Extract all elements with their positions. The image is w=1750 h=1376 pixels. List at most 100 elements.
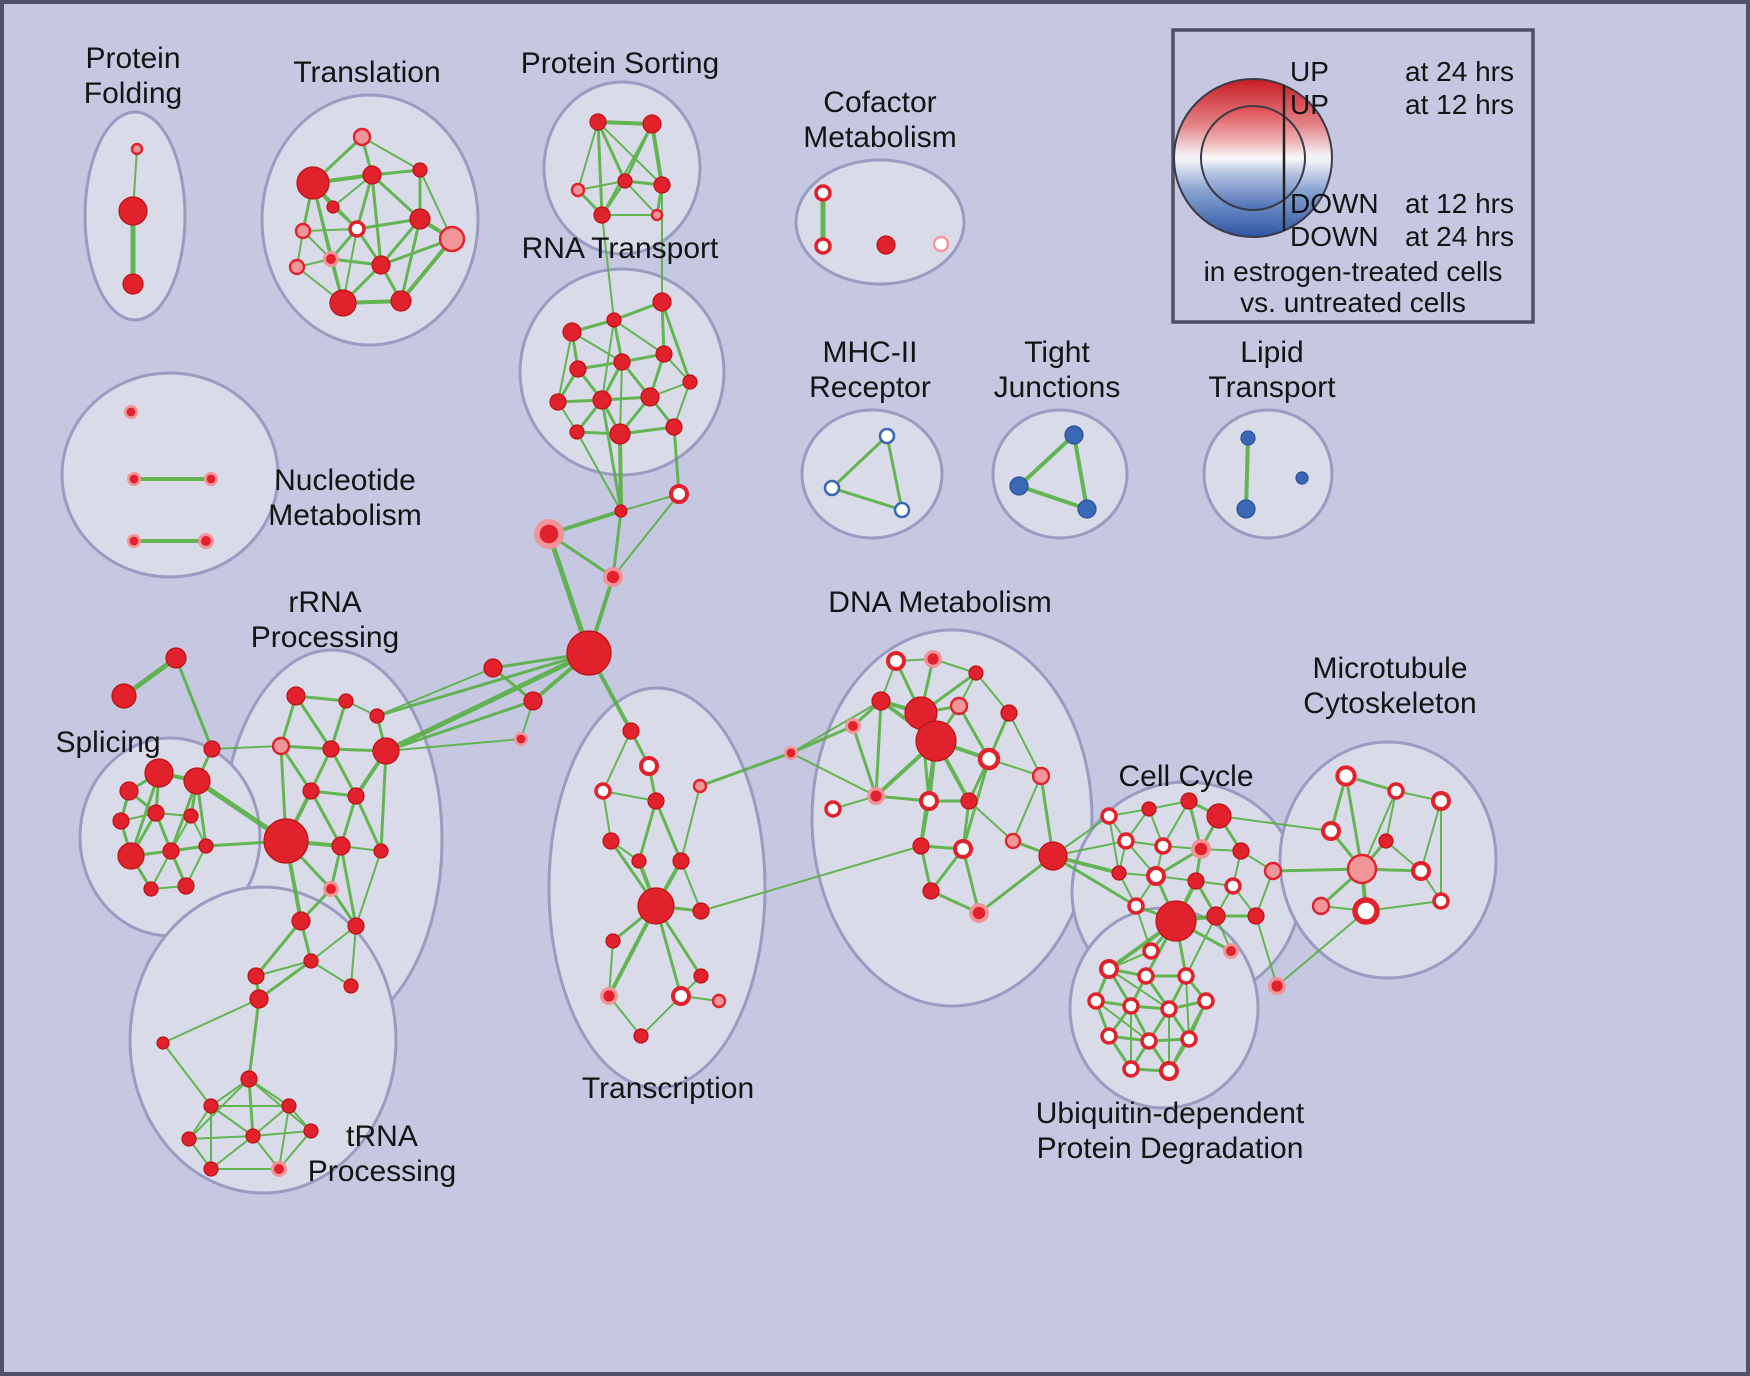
network-node-tl3 bbox=[362, 165, 382, 185]
network-node-sp2 bbox=[144, 758, 174, 788]
network-node-nm1 bbox=[124, 405, 138, 419]
network-node-mc10 bbox=[1432, 892, 1450, 910]
legend: UP at 24 hrs UP at 12 hrs DOWN at 12 hrs… bbox=[1171, 28, 1535, 324]
network-node-rr10 bbox=[331, 836, 351, 856]
network-node-rr2 bbox=[338, 693, 354, 709]
network-node-dm11 bbox=[1031, 766, 1051, 786]
network-node-dm2 bbox=[886, 651, 906, 671]
network-edge bbox=[370, 173, 383, 267]
network-node-mc3 bbox=[1431, 791, 1451, 811]
network-node-cc8 bbox=[1232, 842, 1250, 860]
network-node-st3 bbox=[203, 740, 221, 758]
network-node-ub1 bbox=[1099, 959, 1119, 979]
cluster-label-cofactor-metabolism: Metabolism bbox=[803, 121, 956, 154]
network-node-tx12 bbox=[693, 968, 709, 984]
network-edge bbox=[302, 228, 358, 232]
network-node-st2 bbox=[111, 683, 137, 709]
network-node-tp2 bbox=[156, 1036, 170, 1050]
network-node-tl9 bbox=[438, 225, 466, 253]
network-node-ub5 bbox=[1122, 997, 1140, 1015]
network-edge bbox=[1185, 915, 1217, 977]
network-edge bbox=[650, 122, 664, 187]
network-edge bbox=[278, 1105, 290, 1170]
cluster-ellipse-mhc-ii-receptor bbox=[800, 408, 944, 540]
network-node-dm15 bbox=[824, 800, 842, 818]
network-edge bbox=[257, 959, 313, 1001]
network-node-nm2 bbox=[127, 472, 141, 486]
legend-up-24-dir: UP bbox=[1290, 56, 1329, 87]
cluster-label-trna-processing: Processing bbox=[308, 1155, 456, 1188]
network-node-sp10 bbox=[143, 881, 159, 897]
network-node-rr9 bbox=[263, 818, 309, 864]
cluster-ellipse-microtubule-cytoskeleton bbox=[1278, 740, 1498, 980]
network-node-cc6 bbox=[1154, 837, 1172, 855]
network-node-tx7 bbox=[631, 853, 647, 869]
network-node-tp5 bbox=[281, 1098, 297, 1114]
network-node-rn3 bbox=[652, 292, 672, 312]
network-edge bbox=[1108, 815, 1120, 874]
network-edge bbox=[294, 694, 333, 751]
network-node-cf1 bbox=[814, 184, 832, 202]
network-edge bbox=[370, 173, 422, 221]
legend-down-12-dir: DOWN bbox=[1290, 188, 1379, 219]
network-node-tp3 bbox=[240, 1070, 258, 1088]
network-node-dm9 bbox=[915, 720, 957, 762]
network-node-sp9 bbox=[198, 838, 214, 854]
network-node-rr6 bbox=[372, 737, 400, 765]
network-node-dm18 bbox=[1004, 832, 1022, 850]
network-node-dm1 bbox=[845, 718, 861, 734]
network-node-tp9 bbox=[203, 1161, 219, 1177]
network-node-rr5 bbox=[322, 740, 340, 758]
network-node-rr13 bbox=[291, 911, 311, 931]
network-edge bbox=[602, 730, 632, 792]
legend-down-24-dir: DOWN bbox=[1290, 221, 1379, 252]
network-edge bbox=[597, 121, 663, 186]
network-node-cc2 bbox=[1141, 801, 1157, 817]
network-node-hub bbox=[566, 630, 612, 676]
network-node-ub9 bbox=[1140, 1032, 1158, 1050]
cluster-ellipse-nucleotide-metabolism bbox=[60, 371, 280, 579]
network-node-dm12 bbox=[867, 787, 885, 805]
network-node-sp4 bbox=[112, 812, 130, 830]
network-node-tl8 bbox=[409, 208, 431, 230]
network-edge bbox=[596, 120, 627, 183]
network-edge bbox=[375, 651, 591, 718]
network-node-mh1 bbox=[878, 427, 896, 445]
network-node-cc16 bbox=[1206, 906, 1226, 926]
network-edge bbox=[1420, 800, 1442, 872]
cluster-label-rrna-processing: Processing bbox=[251, 621, 399, 654]
network-edge bbox=[1008, 712, 1042, 777]
network-node-dm13 bbox=[919, 791, 939, 811]
network-edge bbox=[789, 724, 855, 755]
network-node-dm20 bbox=[969, 903, 989, 923]
network-node-dm14 bbox=[960, 792, 978, 810]
network-edge bbox=[576, 431, 622, 512]
network-node-nm5 bbox=[198, 533, 214, 549]
network-node-rn11 bbox=[609, 423, 631, 445]
network-edge bbox=[310, 925, 357, 962]
network-edge bbox=[252, 1130, 312, 1137]
network-edge bbox=[612, 493, 680, 578]
network-node-dm19 bbox=[922, 882, 940, 900]
cluster-label-microtubule-cytoskeleton: Microtubule bbox=[1312, 652, 1467, 685]
network-node-tl2 bbox=[296, 166, 330, 200]
network-node-rr4 bbox=[271, 736, 291, 756]
network-edge bbox=[624, 180, 658, 216]
network-node-tl10 bbox=[323, 251, 339, 267]
network-node-cc9 bbox=[1111, 865, 1127, 881]
cluster-label-mhc-ii-receptor: Receptor bbox=[809, 371, 931, 404]
network-edge bbox=[968, 800, 1014, 842]
network-node-mc1 bbox=[1335, 765, 1357, 787]
network-edge bbox=[361, 136, 421, 171]
network-node-dm10 bbox=[977, 747, 1001, 771]
network-node-tx13 bbox=[600, 987, 618, 1005]
network-node-nm3 bbox=[204, 472, 218, 486]
network-node-mc2 bbox=[1387, 782, 1405, 800]
network-node-mc7 bbox=[1411, 861, 1431, 881]
network-edge bbox=[354, 794, 383, 853]
network-edge bbox=[188, 1135, 254, 1140]
network-edge bbox=[385, 738, 522, 752]
network-node-rn6 bbox=[655, 345, 673, 363]
network-node-rr11 bbox=[373, 843, 389, 859]
network-node-st1 bbox=[165, 647, 187, 669]
